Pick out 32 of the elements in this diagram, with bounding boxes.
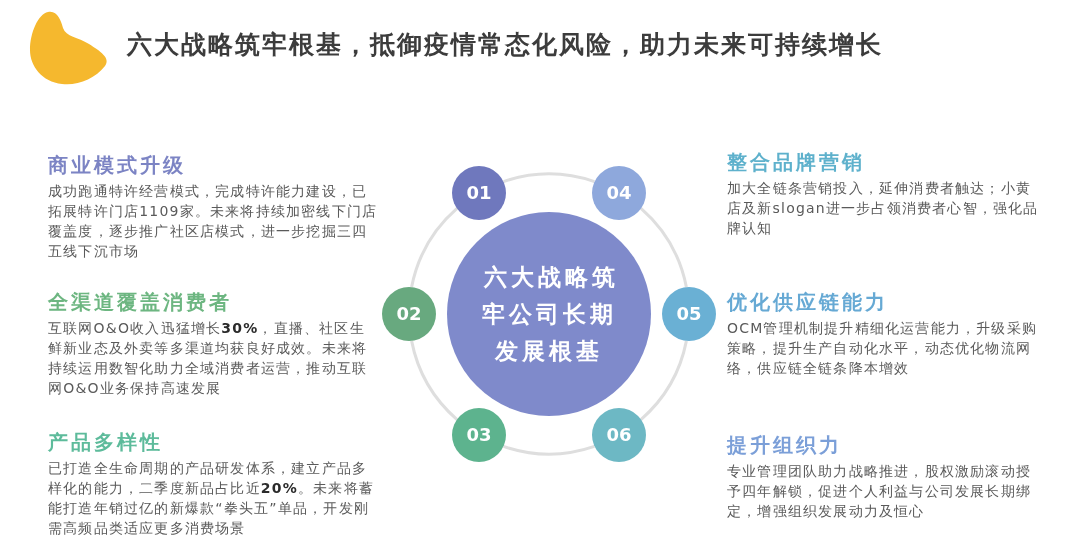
- strategy-heading: 全渠道覆盖消费者: [48, 289, 232, 315]
- step-circle: [662, 287, 716, 341]
- step-number: 01: [466, 181, 492, 204]
- step-number: 03: [466, 424, 492, 447]
- step-circle: [452, 408, 506, 463]
- ring-arc: [503, 172, 595, 183]
- strategy-heading: 整合品牌营销: [727, 149, 865, 175]
- ring-arc: [410, 340, 459, 421]
- ring-arc: [639, 340, 688, 421]
- step-circle: [592, 165, 646, 220]
- step-circle: [382, 287, 436, 341]
- strategy-heading: 商业模式升级: [48, 152, 186, 178]
- strategy-description: OCM管理机制提升精细化运营能力，升级采购策略，提升生产自动化水平，动态优化物流网络，供应链全链条降本增效: [727, 319, 1039, 378]
- page-title: 六大战略筑牢根基，抵御疫情常态化风险，助力未来可持续增长: [127, 29, 883, 61]
- step-circle: [452, 165, 506, 220]
- strategy-description: 成功跑通特许经营模式，完成特许能力建设，已拓展特许门店1109家。未来将持续加密线下门店覆盖度，逐步推广社区店模式，进一步挖掘三四五线下沉市场: [48, 182, 378, 261]
- ring-arc: [639, 207, 688, 288]
- strategy-description: 已打造全生命周期的产品研发体系，建立产品多样化的能力，二季度新品占比近20%。未来将蓄能打造年销过亿的新爆款“拳头五”单品，开发刚需高频品类适应更多消费场景: [48, 459, 375, 538]
- step-number: 04: [606, 181, 632, 204]
- step-number: 05: [676, 303, 702, 325]
- strategy-heading: 提升组织力: [727, 432, 842, 458]
- ring-arc: [410, 207, 459, 288]
- step-number: 02: [396, 303, 422, 325]
- step-circle: [592, 408, 646, 463]
- step-number: 06: [606, 424, 632, 447]
- strategy-description: 加大全链条营销投入，延伸消费者触达；小黄店及新slogan进一步占领消费者心智，强化品牌认知: [727, 179, 1040, 238]
- strategy-description: 专业管理团队助力战略推进，股权激励滚动授予四年解锁，促进个人利益与公司发展长期绑定，增强组织发展动力及恒心: [727, 462, 1032, 521]
- strategy-heading: 产品多样性: [48, 429, 163, 455]
- center-title: 六大战略筑牢公司长期发展根基: [480, 262, 620, 366]
- strategy-heading: 优化供应链能力: [727, 289, 888, 315]
- ring-arc: [503, 445, 595, 456]
- strategy-description: 互联网O&O收入迅猛增长30%，直播、社区生鲜新业态及外卖等多渠道均获良好成效。未来将持续运用数智化助力全域消费者运营，推动互联网O&O业务保持高速发展: [48, 319, 369, 398]
